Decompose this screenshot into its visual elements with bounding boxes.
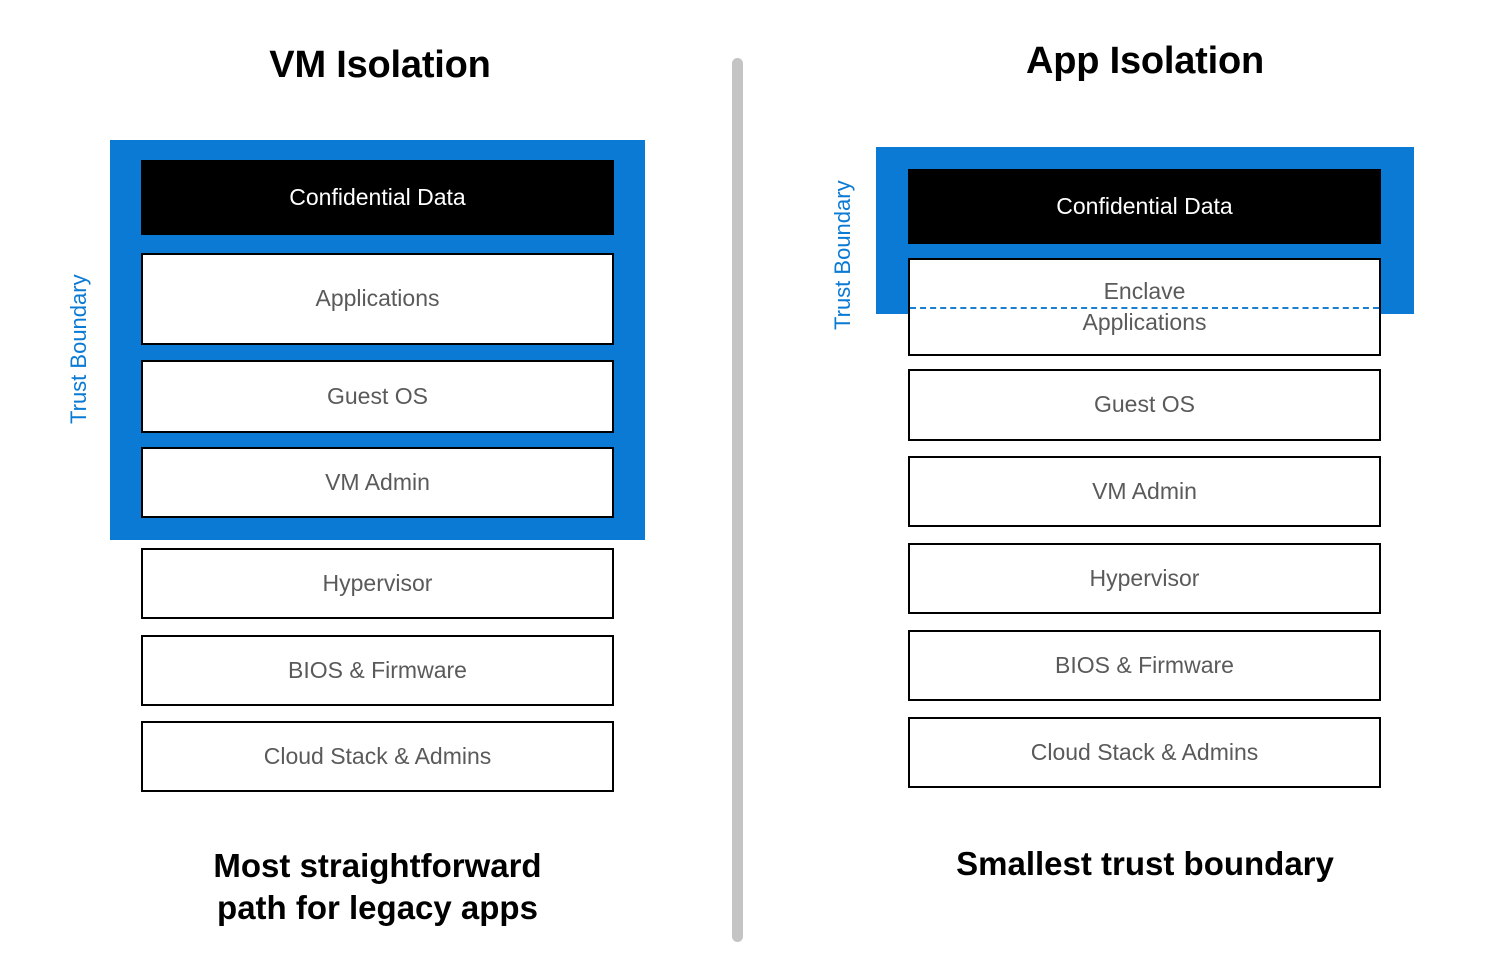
applications-label-text: Applications xyxy=(1082,309,1207,335)
page-title-vm-isolation: VM Isolation xyxy=(269,44,491,86)
layer-bios-firmware-left: BIOS & Firmware xyxy=(141,635,614,706)
layer-hypervisor-right: Hypervisor xyxy=(908,543,1381,614)
trust-boundary-label-right: Trust Boundary xyxy=(830,180,855,330)
layer-hypervisor-left: Hypervisor xyxy=(141,548,614,619)
layer-confidential-data-left: Confidential Data xyxy=(141,160,614,235)
layer-cloud-stack-admins-right: Cloud Stack & Admins xyxy=(908,717,1381,788)
caption-left: Most straightforward path for legacy app… xyxy=(110,845,645,929)
layer-bios-firmware-right: BIOS & Firmware xyxy=(908,630,1381,701)
layer-guest-os-left: Guest OS xyxy=(141,360,614,433)
layer-vm-admin-right: VM Admin xyxy=(908,456,1381,527)
layer-guest-os-right: Guest OS xyxy=(908,369,1381,441)
enclave-label-text: Enclave xyxy=(1103,277,1186,304)
enclave-dashed-divider xyxy=(910,307,1379,309)
caption-right: Smallest trust boundary xyxy=(876,843,1414,885)
caption-left-line1: Most straightforward xyxy=(213,847,542,884)
layer-enclave-applications-right: Enclave Applications xyxy=(908,258,1381,356)
layer-confidential-data-right: Confidential Data xyxy=(908,169,1381,244)
trust-boundary-label-left: Trust Boundary xyxy=(66,274,91,424)
layer-applications-left: Applications xyxy=(141,253,614,345)
vertical-divider xyxy=(732,58,743,942)
caption-left-line2: path for legacy apps xyxy=(217,889,538,927)
page-title-app-isolation: App Isolation xyxy=(1025,40,1265,82)
caption-right-line1: Smallest trust boundary xyxy=(956,845,1334,882)
layer-vm-admin-left: VM Admin xyxy=(141,447,614,518)
layer-cloud-stack-admins-left: Cloud Stack & Admins xyxy=(141,721,614,792)
